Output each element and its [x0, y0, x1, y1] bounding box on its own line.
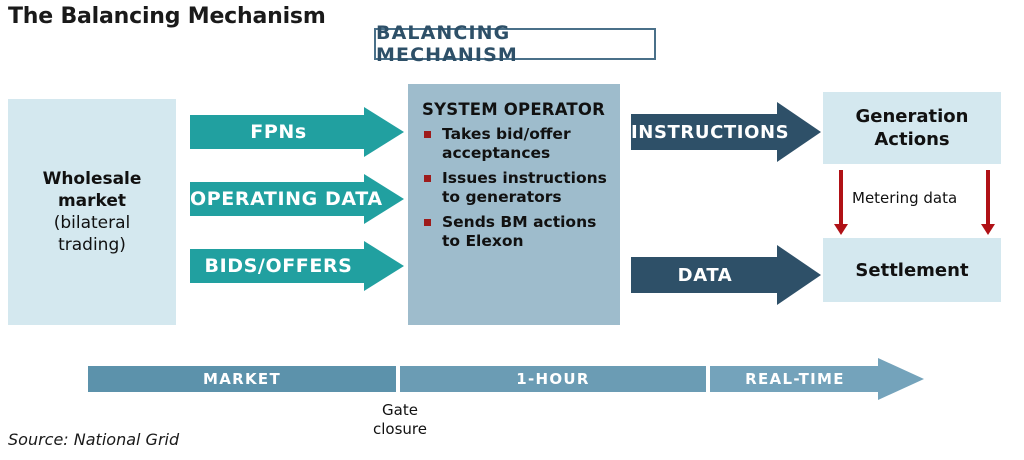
generation-actions-box: Generation Actions — [823, 92, 1001, 164]
list-item-label: Issues instructions to generators — [442, 169, 607, 206]
arrow-head-right-icon — [364, 174, 404, 224]
balancing-mechanism-chip: BALANCING MECHANISM — [374, 22, 656, 66]
timeline-segment-one-hour: 1-HOUR — [400, 366, 706, 392]
wholesale-line-3: (bilateral — [53, 213, 131, 233]
list-item: Takes bid/offer acceptances — [422, 125, 608, 163]
gate-closure-line-1: Gate — [382, 401, 418, 419]
metering-arrow-right-icon — [981, 170, 995, 235]
square-bullet-icon — [424, 131, 431, 138]
settlement-box: Settlement — [823, 238, 1001, 302]
timeline-segment-real-time: REAL-TIME — [710, 366, 880, 392]
list-item-label: Sends BM actions to Elexon — [442, 213, 597, 250]
arrow-shaft — [190, 249, 366, 283]
timeline-arrow-head-icon — [878, 358, 924, 400]
wholesale-market-box: Wholesale market (bilateral trading) — [8, 99, 176, 325]
generation-actions-line-1: Generation — [855, 106, 969, 127]
timeline-bar: MARKET 1-HOUR REAL-TIME — [88, 358, 924, 400]
arrow-fpns: FPNs — [190, 107, 404, 157]
wholesale-line-2: market — [57, 191, 127, 211]
generation-actions-line-2: Actions — [874, 129, 950, 150]
arrow-fpns-label: FPNs — [250, 121, 307, 143]
gate-closure-line-2: closure — [373, 420, 427, 438]
arrow-head-down-icon — [981, 224, 995, 235]
arrow-operating-data: OPERATING DATA — [190, 174, 404, 224]
wholesale-line-4: trading) — [58, 235, 126, 255]
gate-closure-marker: Gate closure — [355, 401, 445, 439]
arrow-shaft — [190, 182, 366, 216]
list-item-label: Takes bid/offer acceptances — [442, 125, 571, 162]
arrow-instructions-label: INSTRUCTIONS — [631, 121, 790, 143]
arrow-head-right-icon — [364, 241, 404, 291]
settlement-label: Settlement — [855, 259, 969, 281]
arrow-head-right-icon — [364, 107, 404, 157]
metering-data-label: Metering data — [852, 189, 958, 207]
system-operator-bullet-list: Takes bid/offer acceptances Issues instr… — [422, 125, 608, 257]
arrow-bids-offers-label: BIDS/OFFERS — [204, 255, 353, 277]
source-caption: Source: National Grid — [8, 430, 180, 449]
metering-arrow-left-icon — [834, 170, 848, 235]
square-bullet-icon — [424, 175, 431, 182]
arrow-shaft — [631, 114, 779, 150]
arrow-data-label: DATA — [677, 264, 733, 286]
arrow-bids-offers: BIDS/OFFERS — [190, 241, 404, 291]
arrow-head-right-icon — [777, 245, 821, 305]
arrow-data: DATA — [631, 245, 821, 305]
timeline-segment-market: MARKET — [88, 366, 396, 392]
page-title: The Balancing Mechanism — [8, 4, 326, 29]
list-item: Issues instructions to generators — [422, 169, 608, 207]
arrow-shaft — [631, 257, 779, 293]
arrow-stem — [839, 170, 843, 224]
square-bullet-icon — [424, 219, 431, 226]
arrow-head-right-icon — [777, 102, 821, 162]
arrow-stem — [986, 170, 990, 224]
wholesale-line-1: Wholesale — [42, 169, 142, 189]
system-operator-box: SYSTEM OPERATOR Takes bid/offer acceptan… — [408, 84, 620, 325]
system-operator-title: SYSTEM OPERATOR — [422, 100, 605, 119]
arrow-operating-data-label: OPERATING DATA — [190, 188, 383, 210]
arrow-head-down-icon — [834, 224, 848, 235]
arrow-shaft — [190, 115, 366, 149]
arrow-instructions: INSTRUCTIONS — [631, 102, 821, 162]
list-item: Sends BM actions to Elexon — [422, 213, 608, 251]
